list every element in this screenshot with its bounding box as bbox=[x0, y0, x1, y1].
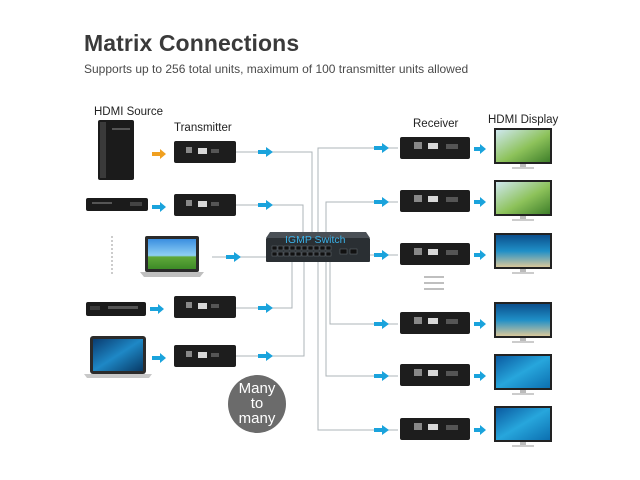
receiver-unit-icon bbox=[400, 364, 470, 386]
arrow-source2 bbox=[152, 202, 166, 212]
arrow-disp4 bbox=[474, 319, 486, 329]
badge-line-3: many bbox=[238, 410, 276, 427]
arrow-tx2 bbox=[258, 200, 273, 210]
arrow-disp3 bbox=[474, 250, 486, 260]
transmitter-unit-icon bbox=[174, 296, 236, 318]
label-transmitter: Transmitter bbox=[174, 122, 232, 134]
monitor-blue-screen-icon bbox=[494, 406, 552, 447]
arrow-tx5 bbox=[258, 351, 273, 361]
right-links bbox=[317, 147, 398, 431]
arrow-rx1 bbox=[374, 143, 389, 153]
monitor-reef-scene-icon bbox=[494, 302, 552, 343]
transmitter-unit-icon bbox=[174, 345, 236, 367]
arrow-source1 bbox=[152, 149, 166, 159]
page-subtitle: Supports up to 256 total units, maximum … bbox=[84, 62, 469, 76]
label-hdmi-display: HDMI Display bbox=[488, 114, 559, 126]
arrow-rx6 bbox=[374, 425, 389, 435]
link-tx4 bbox=[236, 262, 293, 309]
link-rx4 bbox=[329, 262, 398, 325]
arrow-tx4 bbox=[258, 303, 273, 313]
link-rx5 bbox=[325, 262, 398, 377]
transmitter-unit-icon bbox=[174, 141, 236, 163]
link-rx6 bbox=[317, 262, 398, 431]
monitor-green-scene-icon bbox=[494, 128, 552, 169]
receiver-unit-icon bbox=[400, 312, 470, 334]
receiver-unit-icon bbox=[400, 418, 470, 440]
arrow-rx4 bbox=[374, 319, 389, 329]
arrow-disp2 bbox=[474, 197, 486, 207]
arrows bbox=[150, 143, 486, 435]
arrow-rx3 bbox=[374, 250, 389, 260]
receiver-ellipsis-icon bbox=[424, 276, 444, 290]
arrow-rx2 bbox=[374, 197, 389, 207]
many-to-many-badge: Many to many bbox=[228, 375, 286, 433]
arrow-source4 bbox=[150, 304, 164, 314]
label-igmp-switch: IGMP Switch bbox=[285, 234, 346, 246]
source-macbook-icon bbox=[84, 336, 152, 378]
link-rx1 bbox=[317, 147, 398, 240]
source-set-top-box-icon bbox=[86, 302, 146, 316]
page-title: Matrix Connections bbox=[84, 30, 300, 56]
badge-line-2: to bbox=[250, 395, 264, 412]
arrow-disp5 bbox=[474, 371, 486, 381]
arrow-tx1 bbox=[258, 147, 273, 157]
label-hdmi-source: HDMI Source bbox=[94, 106, 164, 118]
arrow-rx5 bbox=[374, 371, 389, 381]
receiver-unit-icon bbox=[400, 137, 470, 159]
label-receiver: Receiver bbox=[413, 118, 459, 130]
source-blu-ray-player-icon bbox=[86, 198, 148, 211]
transmitter-unit-icon bbox=[174, 194, 236, 216]
receiver-unit-icon bbox=[400, 243, 470, 265]
link-tx1 bbox=[236, 151, 313, 240]
arrow-disp1 bbox=[474, 144, 486, 154]
monitor-green-scene-icon bbox=[494, 180, 552, 221]
monitor-blue-screen-icon bbox=[494, 354, 552, 395]
igmp-switch-icon bbox=[266, 232, 370, 262]
monitor-reef-scene-icon bbox=[494, 233, 552, 274]
receiver-unit-icon bbox=[400, 190, 470, 212]
source-laptop-icon bbox=[140, 236, 204, 277]
badge-line-1: Many bbox=[238, 380, 276, 397]
arrow-source5 bbox=[152, 353, 166, 363]
arrow-disp6 bbox=[474, 425, 486, 435]
arrow-laptop bbox=[226, 252, 241, 262]
source-desktop-tower-icon bbox=[98, 120, 134, 180]
